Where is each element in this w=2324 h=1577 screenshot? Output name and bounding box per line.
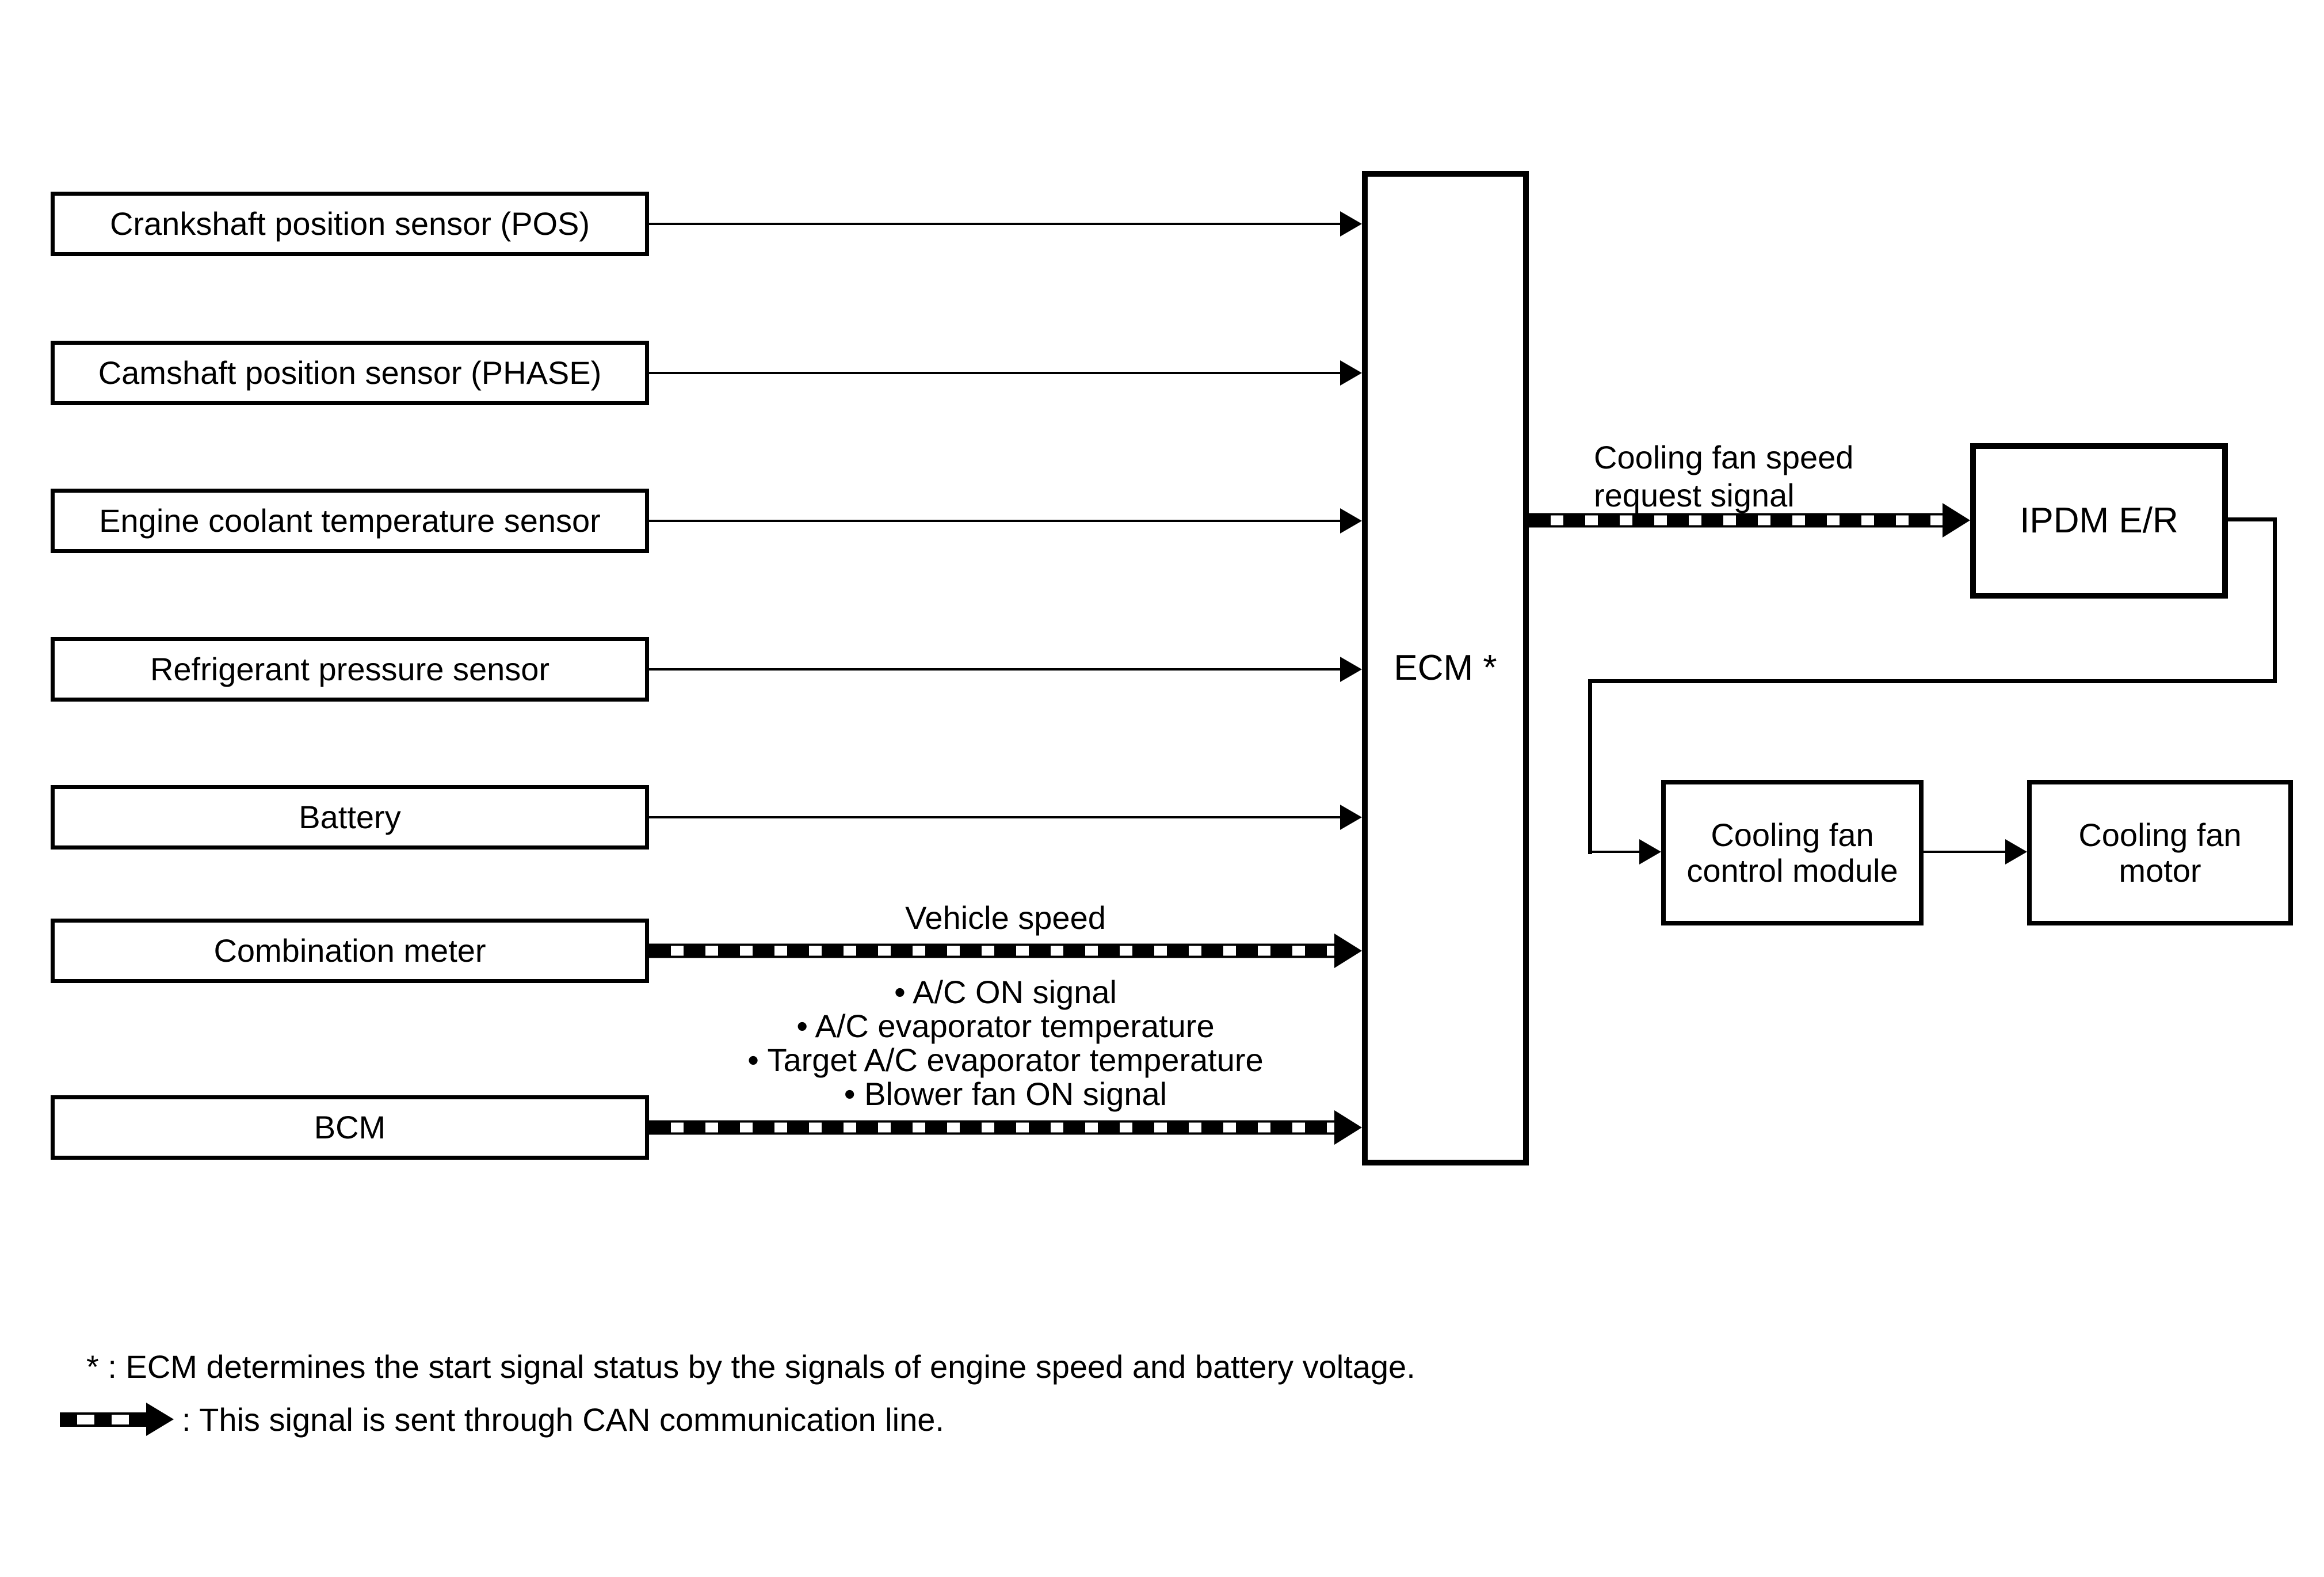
box-ecm: ECM * [1362,171,1529,1165]
bullet-item: • Target A/C evaporator temperature [747,1042,1264,1078]
label-vehicle-speed: Vehicle speed [905,900,1106,936]
bullet-item: • A/C ON signal [894,974,1117,1010]
arrow-line [649,372,1342,374]
can-dashed-line [1529,513,1945,528]
arrow-refrigerant-pressure-to-ecm [649,652,1362,687]
can-arrow-ecm-to-ipdm [1529,502,1970,539]
arrowhead-icon [1334,934,1362,968]
box-label-line: control module [1686,852,1898,889]
arrow-line [1588,851,1642,853]
arrow-line [649,223,1342,225]
box-ipdm-er: IPDM E/R [1970,443,2228,599]
arrowhead-icon [1340,211,1362,237]
bullet-item: • Blower fan ON signal [844,1076,1167,1112]
box-label-line: Cooling fan [2078,816,2242,853]
box-refrigerant-pressure-sensor: Refrigerant pressure sensor [51,637,649,702]
label-line: request signal [1594,477,1795,513]
wire-down-left [1588,679,1592,854]
box-label-line: motor [2119,852,2201,889]
box-cooling-fan-motor: Cooling fan motor [2027,780,2293,925]
box-label-line: Cooling fan [1711,816,1874,853]
label-line: Cooling fan speed [1594,439,1854,475]
arrow-battery-to-ecm [649,800,1362,835]
box-camshaft-position-sensor: Camshaft position sensor (PHASE) [51,341,649,405]
arrowhead-icon [2005,839,2027,864]
bullet-item: • A/C evaporator temperature [796,1008,1215,1044]
arrow-into-cooling-fan-control-module [1588,835,1661,869]
arrow-camshaft-to-ecm [649,356,1362,390]
arrowhead-icon [1340,360,1362,386]
arrowhead-icon [1639,839,1661,864]
arrow-coolant-temp-to-ecm [649,504,1362,538]
can-dashed-line [649,943,1337,958]
label-cooling-fan-speed-request: Cooling fan speed request signal [1594,439,1853,515]
arrowhead-icon [1340,805,1362,830]
arrow-line [649,668,1342,671]
footnote-can-legend: : This signal is sent through CAN commun… [60,1401,944,1438]
arrowhead-icon [1340,508,1362,534]
wire-horizontal-back [1588,679,2277,683]
arrow-line [649,816,1342,818]
box-crankshaft-position-sensor: Crankshaft position sensor (POS) [51,192,649,256]
wire-ipdm-right [2228,517,2277,521]
box-bcm: BCM [51,1095,649,1160]
can-arrow-bcm-to-ecm [649,1109,1362,1146]
can-arrow-combination-meter-to-ecm [649,932,1362,969]
arrowhead-icon [1340,657,1362,682]
box-battery: Battery [51,785,649,850]
arrow-line [1924,851,2008,853]
arrow-control-module-to-motor [1924,835,2027,869]
arrow-crankshaft-to-ecm [649,207,1362,241]
can-dashed-line [649,1120,1337,1135]
box-combination-meter: Combination meter [51,919,649,983]
arrowhead-icon [146,1403,174,1436]
footnote-can-text: : This signal is sent through CAN commun… [182,1401,944,1438]
can-line-legend-icon [60,1412,146,1427]
arrowhead-icon [1334,1110,1362,1145]
label-bcm-can-signals: • A/C ON signal • A/C evaporator tempera… [649,975,1362,1111]
arrow-line [649,520,1342,522]
box-engine-coolant-temp-sensor: Engine coolant temperature sensor [51,489,649,553]
wire-down-right [2273,517,2277,683]
arrowhead-icon [1943,503,1970,538]
box-cooling-fan-control-module: Cooling fan control module [1661,780,1924,925]
footnote-ecm: * : ECM determines the start signal stat… [86,1349,1415,1385]
